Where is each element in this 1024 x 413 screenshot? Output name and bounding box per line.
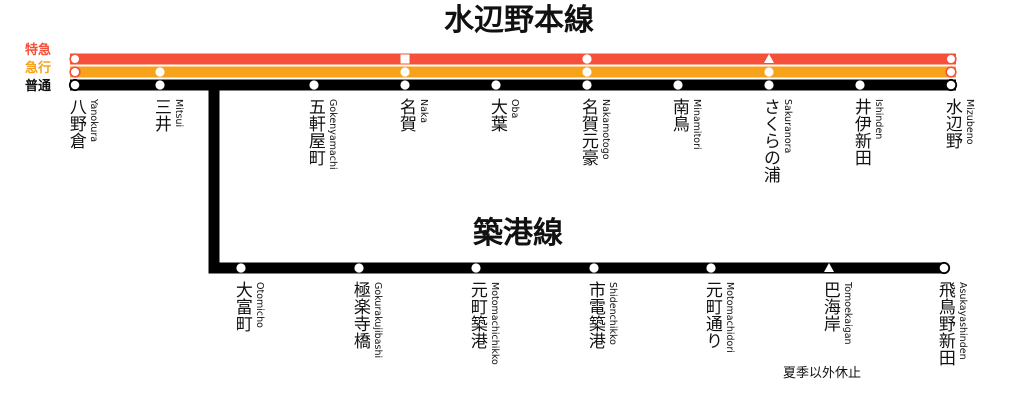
- station-romaji: Yanokura: [88, 99, 99, 143]
- limited-express-stop-marker: [764, 54, 774, 63]
- local-stop-marker: [155, 80, 165, 90]
- service-label-rapid: 急行: [25, 61, 52, 76]
- branch-line: [208, 85, 944, 274]
- station-romaji: Asukayashinden: [957, 282, 968, 360]
- local-stop-marker: [400, 80, 410, 90]
- station-romaji: Ishinden: [873, 99, 884, 140]
- rapid-stop-marker: [945, 66, 957, 78]
- rapid-stop-marker: [69, 66, 81, 78]
- station-name: さくらの浦: [759, 98, 780, 183]
- rapid-stop-marker: [582, 67, 592, 77]
- station-name: 三井: [150, 98, 171, 132]
- station-name: 大富町: [231, 281, 252, 332]
- station-romaji: Gokurakujibashi: [372, 282, 383, 359]
- service-label-local: 普通: [25, 79, 52, 94]
- station-romaji: Nakamotogo: [600, 99, 611, 160]
- branch-stop-marker: [471, 263, 481, 273]
- branch-stop-marker: [354, 263, 364, 273]
- station-romaji: Mizubeno: [964, 99, 975, 145]
- station-romaji: Shidenchikko: [607, 282, 618, 345]
- local-line: [70, 79, 956, 91]
- limited-express-stop-marker: [400, 54, 410, 64]
- station-name: 八野倉: [65, 98, 86, 149]
- station-name: 元町築港: [466, 281, 487, 349]
- station-name: 飛鳥野新田: [934, 281, 955, 366]
- station-name: 五軒屋町: [304, 98, 325, 166]
- limited-express-line: [70, 53, 956, 65]
- station-name: 名賀元豪: [577, 98, 598, 166]
- station-romaji: Tomoekaigan: [842, 282, 853, 345]
- station-romaji: Sakuranora: [782, 99, 793, 154]
- local-stop-marker: [764, 80, 774, 90]
- rapid-stop-marker: [764, 67, 774, 77]
- station-name: 極楽寺橋: [349, 281, 370, 349]
- station-name: 元町通り: [701, 281, 722, 349]
- station-name: 市電築港: [584, 281, 605, 349]
- station-name: 南鳥: [668, 98, 689, 132]
- station-romaji: Motomachichikko: [489, 282, 500, 365]
- station-name: 名賀: [395, 98, 416, 132]
- station-name: 巴海岸: [819, 281, 840, 332]
- branch-stop-marker: [706, 263, 716, 273]
- station-romaji: Otomicho: [254, 282, 265, 328]
- limited-express-stop-marker: [69, 53, 81, 65]
- local-stop-marker: [673, 80, 683, 90]
- seasonal-note: 夏季以外休止: [783, 366, 862, 381]
- branch-stop-marker: [589, 263, 599, 273]
- rapid-line: [70, 66, 956, 78]
- station-romaji: Motomachidori: [724, 282, 735, 353]
- local-stop-marker: [491, 80, 501, 90]
- branch-line-title: 築港線: [473, 216, 563, 251]
- branch-stop-marker: [937, 261, 951, 275]
- limited-express-stop-marker: [945, 53, 957, 65]
- rapid-stop-marker: [400, 67, 410, 77]
- station-romaji: Gokenyamachi: [327, 99, 338, 170]
- limited-express-stop-marker: [582, 54, 592, 64]
- local-stop-marker: [309, 80, 319, 90]
- station-name: 井伊新田: [850, 98, 871, 166]
- station-romaji: Mitsui: [173, 99, 184, 128]
- service-label-limited-express: 特急: [25, 43, 52, 58]
- rapid-stop-marker: [155, 67, 165, 77]
- station-romaji: Naka: [418, 99, 429, 124]
- local-stop-marker: [855, 80, 865, 90]
- branch-stop-marker: [824, 263, 834, 272]
- local-stop-marker: [68, 78, 82, 92]
- station-romaji: Minamitori: [691, 99, 702, 150]
- branch-stop-marker: [236, 263, 246, 273]
- station-name: 大葉: [486, 98, 507, 132]
- local-stop-marker: [944, 78, 958, 92]
- station-name: 水辺野: [941, 98, 962, 149]
- local-stop-marker: [582, 80, 592, 90]
- station-romaji: Oba: [509, 99, 520, 119]
- main-line-title: 水辺野本線: [444, 3, 594, 38]
